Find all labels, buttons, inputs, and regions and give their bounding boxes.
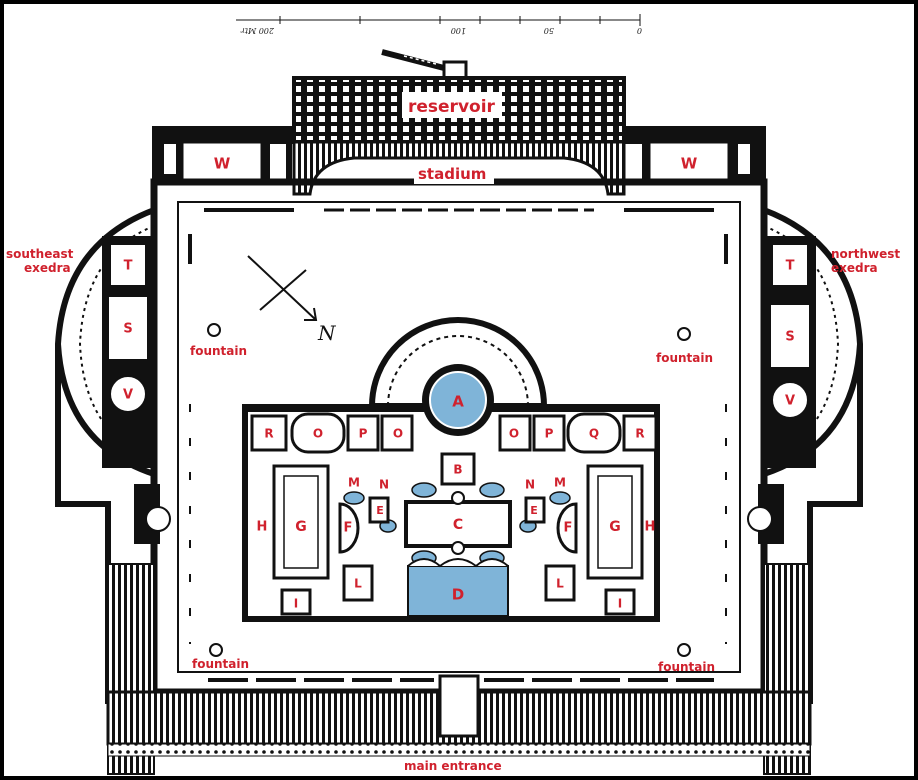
north-arrow: N [247,255,337,345]
room-v-right: V [785,394,795,409]
room-t-right: T [786,259,795,274]
northwest-exedra-label-line2: exedra [831,261,878,275]
room-m-left: M [348,476,360,490]
room-l-right: L [556,577,564,591]
stadium-label: stadium [418,165,486,183]
aqueduct [381,49,468,82]
room-r-left: R [264,427,273,441]
room-i-left: I [294,597,298,611]
room-w-right: W [681,155,698,173]
bath-plan: 0 50 100 200 Mtr [6,14,900,775]
area-labels: reservoir stadium southeast exedra north… [6,92,900,773]
southeast-exedra-label-line1: southeast [6,247,74,261]
room-l-left: L [354,577,362,591]
fountain-label-nw: fountain [190,344,247,358]
northwest-exedra-label-line1: northwest [831,247,900,261]
main-entrance-label: main entrance [404,759,502,773]
room-g-left: G [295,519,307,535]
scale-tick-50: 50 [544,26,554,35]
room-t-left: T [124,259,133,274]
room-b: B [453,463,462,477]
scale-tick-0: 0 [637,26,642,35]
room-n-right: N [525,478,535,492]
enclosure-markings [188,208,728,682]
fountain-label-sw: fountain [192,657,249,671]
north-letter: N [317,321,337,345]
room-e-right: E [530,504,538,517]
room-h-left: H [257,520,268,535]
scale-tick-100: 100 [451,26,466,35]
room-m-right: M [554,476,566,490]
fountain-label-ne: fountain [656,351,713,365]
room-o-left-inner: O [393,427,403,441]
room-h-right: H [645,520,656,535]
fountain-markers [207,323,691,657]
fountain-label-se: fountain [658,660,715,674]
room-v-left: V [123,388,133,403]
room-o-left-outer: O [313,427,323,441]
room-e-left: E [376,504,384,517]
plan-frame: 0 50 100 200 Mtr [4,4,914,776]
north-band [152,126,766,184]
southeast-exedra-label-line2: exedra [24,261,71,275]
room-w-left: W [214,155,231,173]
room-s-left: S [123,322,132,337]
south-arcade [106,563,812,775]
room-f-left: F [344,521,353,536]
scale-bar: 0 50 100 200 Mtr [236,14,642,35]
room-o-right-inner: O [509,427,519,441]
room-i-right: I [618,597,622,611]
room-p-left: P [359,427,368,441]
room-d: D [452,586,464,604]
scale-tick-200: 200 Mtr [240,26,275,35]
room-p-right: P [545,427,554,441]
room-c: C [453,517,463,533]
room-r-right: R [635,427,644,441]
room-letters: W W T T S S V V A B C D E E F F G G H H … [123,155,795,611]
bath-block [242,317,660,622]
room-n-left: N [379,478,389,492]
room-a: A [452,393,464,411]
room-q-right: Q [589,427,599,441]
reservoir-label: reservoir [408,97,496,117]
room-f-right: F [564,521,573,536]
room-s-right: S [785,330,794,345]
room-g-right: G [609,519,621,535]
